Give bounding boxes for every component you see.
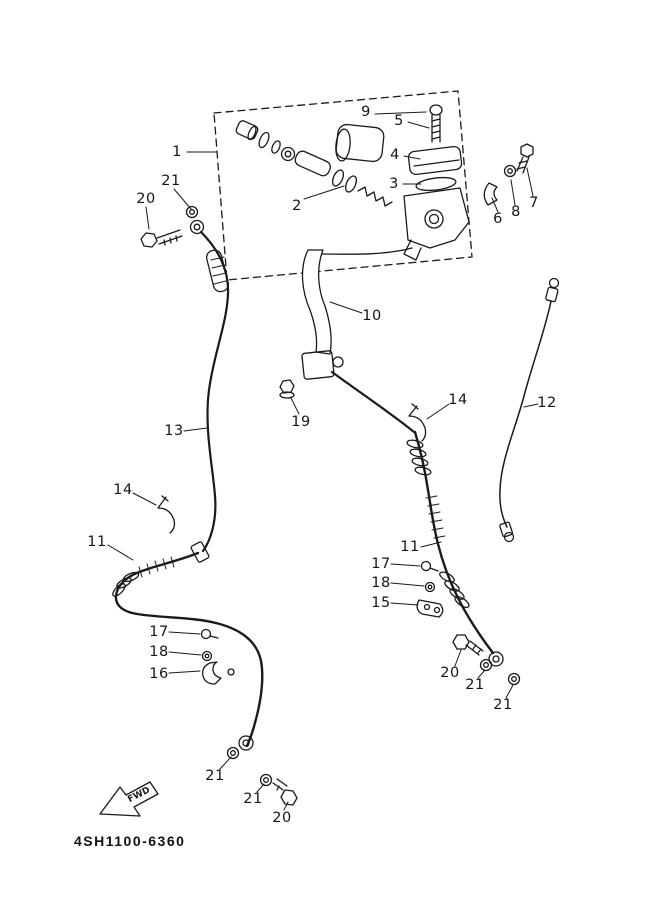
callout-21-top-left: 21: [161, 172, 181, 189]
hose-clamp-bottom: [202, 661, 235, 685]
assembly-box: [213, 90, 473, 281]
callout-11-left: 11: [87, 533, 107, 550]
reservoir-cap: [407, 145, 463, 176]
reservoir-diaphragm: [415, 176, 457, 192]
callout-10: 10: [362, 307, 382, 324]
diagram-part-code: 4SH1100-6360: [74, 833, 186, 849]
cap-screw: [429, 104, 443, 143]
callout-17-left: 17: [149, 623, 169, 640]
callout-5: 5: [394, 112, 404, 129]
bushing: [335, 123, 385, 163]
mc-outlet-pipe: [321, 247, 413, 255]
callout-12: 12: [537, 394, 557, 411]
callout-3: 3: [389, 175, 399, 192]
callout-6: 6: [493, 210, 503, 227]
master-cylinder-body: [403, 187, 470, 261]
callout-21-right-2: 21: [493, 696, 513, 713]
joint-to-right-hose: [330, 370, 416, 434]
hose-bracket: [416, 599, 444, 618]
callout-2: 2: [292, 197, 302, 214]
callout-18-left: 18: [149, 643, 169, 660]
rear-hose: [406, 430, 504, 667]
bracket-washer-right: [424, 581, 436, 593]
callout-8: 8: [511, 203, 521, 220]
rear-banjo-bolt: [452, 634, 484, 656]
bracket-bolt-right: [420, 560, 439, 572]
joint-bolt: [279, 379, 295, 399]
callout-18-right: 18: [371, 574, 391, 591]
rear-brake-pipe: [499, 277, 560, 543]
callout-11-right: 11: [400, 538, 420, 555]
callout-16: 16: [149, 665, 169, 682]
piston-parts: [235, 120, 393, 207]
callout-20-bottom: 20: [272, 809, 292, 826]
hose-cover: [301, 249, 332, 355]
callout-20-right: 20: [440, 664, 460, 681]
front-hose-lower: [112, 551, 264, 751]
callout-7: 7: [529, 194, 539, 211]
callout-20-top-left: 20: [136, 190, 156, 207]
callout-14-left: 14: [113, 481, 133, 498]
bracket-bolt-left: [200, 628, 219, 640]
clamp-bolt: [516, 143, 534, 174]
callout-17-right: 17: [371, 555, 391, 572]
callout-13: 13: [164, 422, 184, 439]
hose-clamp-right: [408, 403, 427, 442]
bottom-banjo-bolt: [272, 778, 298, 806]
callout-14-right: 14: [448, 391, 468, 408]
leader-lines: [107, 111, 539, 811]
callout-4: 4: [390, 146, 400, 163]
callout-21-bottom-2: 21: [243, 790, 263, 807]
fwd-arrow: FWD: [99, 781, 159, 817]
callout-15: 15: [371, 594, 391, 611]
hose-sleeve: [205, 249, 230, 293]
clamp-washer: [503, 164, 517, 178]
hose-clamp-left: [157, 495, 176, 534]
callout-21-bottom-1: 21: [205, 767, 225, 784]
callout-19: 19: [291, 413, 311, 430]
front-banjo-top: [140, 205, 205, 248]
callout-1: 1: [172, 143, 182, 160]
callout-9: 9: [361, 103, 371, 120]
bottom-banjo-washers: [226, 746, 273, 787]
bracket-washer-left: [201, 650, 213, 662]
callout-21-right-1: 21: [465, 676, 485, 693]
front-hose-upper: [199, 230, 230, 553]
cylinder-clamp: [483, 182, 498, 206]
hose-joint: [301, 350, 344, 380]
rear-banjo-washers: [479, 658, 521, 686]
